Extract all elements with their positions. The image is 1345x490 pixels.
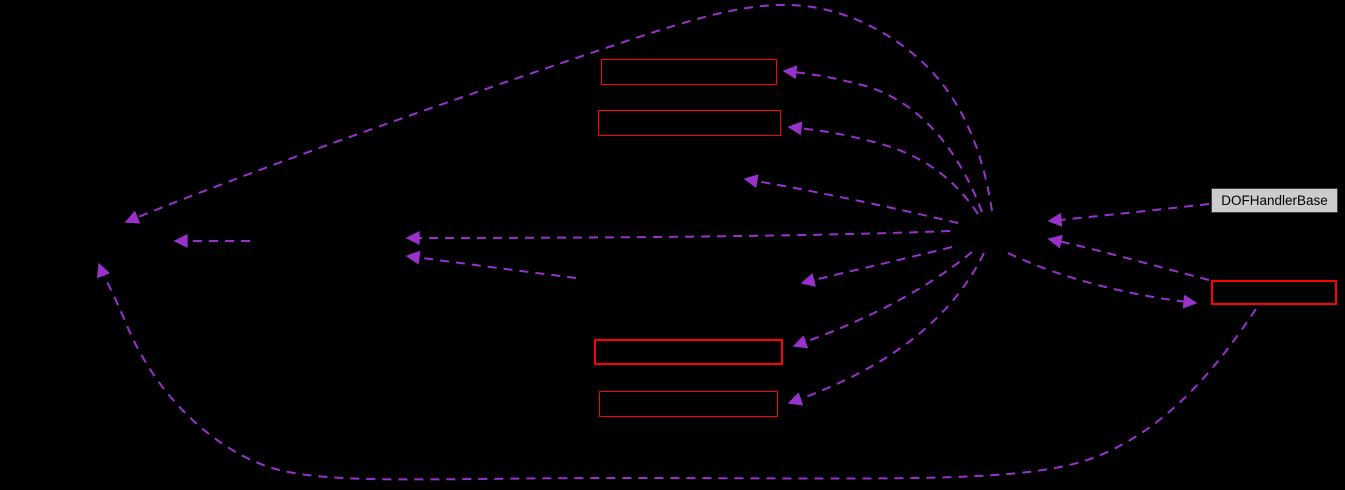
node-red-node-top-1[interactable] [601, 59, 777, 85]
edge-red-node-right-to-hub [1047, 234, 1210, 281]
node-hub [948, 210, 1044, 252]
node-red-node-right[interactable] [1211, 280, 1337, 305]
edge-hub-to-red-node-bottom-1 [792, 251, 973, 349]
node-base-node[interactable]: DOFHandlerBase [1211, 188, 1338, 213]
edge-node-n5-to-node-b [405, 250, 577, 279]
node-red-node-bottom-2[interactable] [599, 391, 778, 417]
edge-hub-to-red-node-top-2 [787, 121, 979, 215]
edge-hub-to-node-b [405, 230, 951, 245]
edge-hub-to-red-node-bottom-2 [787, 252, 985, 406]
edge-base-node-to-hub [1047, 203, 1210, 227]
node-node-n4 [602, 166, 742, 192]
edge-hub-to-red-node-top-1 [782, 65, 983, 213]
edge-hub-to-node-n5 [800, 246, 953, 287]
node-node-n5 [576, 269, 800, 297]
node-red-node-top-2[interactable] [598, 110, 781, 136]
node-node-a [62, 223, 172, 260]
node-red-node-bottom-1[interactable] [594, 339, 783, 365]
edge-hub-to-node-n4 [743, 174, 959, 224]
edge-hub-to-node-a [124, 3, 993, 224]
edge-hub-to-red-node-right [1007, 252, 1198, 309]
node-node-b [250, 227, 402, 266]
edge-group [96, 3, 1257, 481]
